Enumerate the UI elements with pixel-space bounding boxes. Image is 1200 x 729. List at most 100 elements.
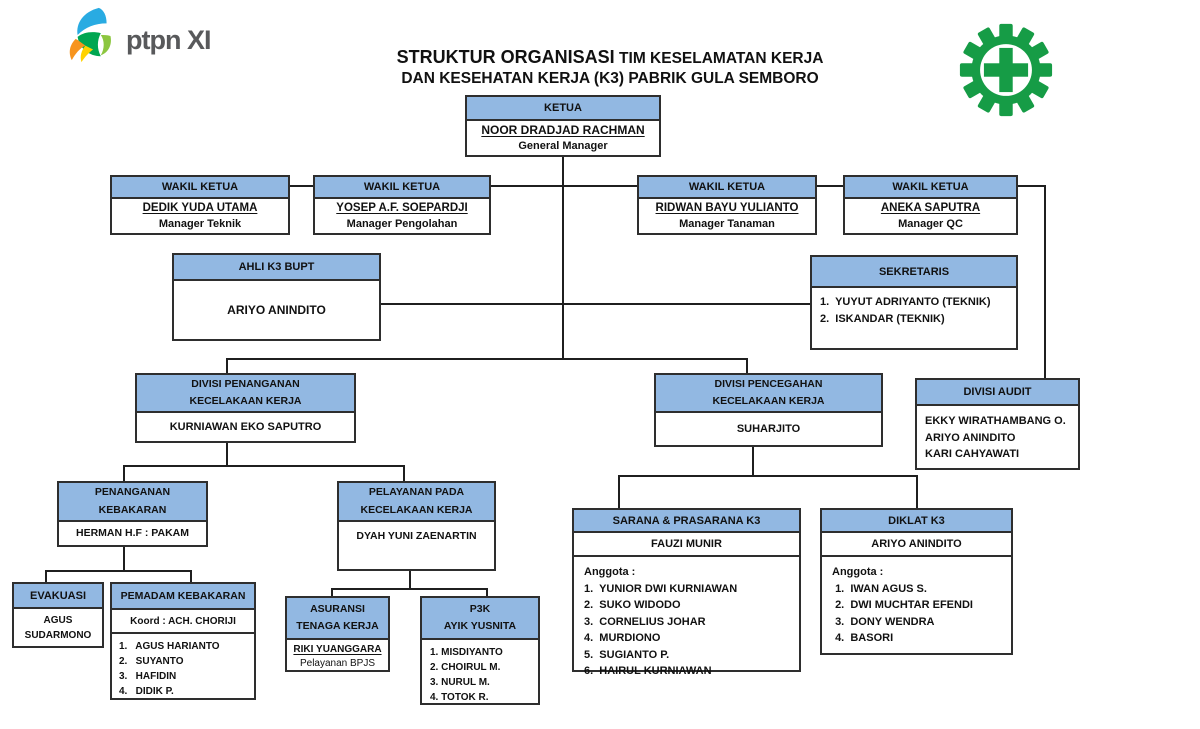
- connector-line: [123, 465, 125, 481]
- k3-safety-gear-cross-icon: [959, 23, 1053, 117]
- wakil-ketua-3-role: Manager Tanaman: [679, 217, 775, 230]
- connector-line: [190, 570, 192, 582]
- divisi-audit-member: KARI CAHYAWATI: [925, 448, 1020, 460]
- asuransi-header: ASURANSI TENAGA KERJA: [287, 598, 388, 640]
- pelayanan-kecelakaan-body: DYAH YUNI ZAENARTIN: [339, 522, 494, 569]
- sekretaris-member: 1. YUYUT ADRIYANTO (TEKNIK): [820, 296, 991, 308]
- p3k-member: 4. TOTOK R.: [430, 692, 489, 703]
- wakil-ketua-3-name: RIDWAN BAYU YULIANTO: [655, 201, 799, 214]
- wakil-ketua-1-box: WAKIL KETUA DEDIK YUDA UTAMA Manager Tek…: [110, 175, 290, 235]
- pemadam-member: 3. HAFIDIN: [119, 671, 177, 682]
- connector-line: [491, 185, 637, 187]
- divisi-pencegahan-header: DIVISI PENCEGAHAN KECELAKAAN KERJA: [656, 375, 881, 413]
- p3k-header-line1: P3K: [469, 602, 491, 615]
- pemadam-member: 4. DIDIK P.: [119, 686, 174, 697]
- sekretaris-box: SEKRETARIS 1. YUYUT ADRIYANTO (TEKNIK) 2…: [810, 255, 1018, 350]
- wakil-ketua-3-body: RIDWAN BAYU YULIANTO Manager Tanaman: [639, 199, 815, 233]
- connector-line: [409, 571, 411, 590]
- ketua-box: KETUA NOOR DRADJAD RACHMAN General Manag…: [465, 95, 661, 157]
- diklat-member: 1. IWAN AGUS S.: [832, 582, 927, 595]
- diklat-koordinator: ARIYO ANINDITO: [822, 533, 1011, 557]
- divisi-pencegahan-name: SUHARJITO: [736, 422, 801, 435]
- page-title: STRUKTUR ORGANISASI TIM KESELAMATAN KERJ…: [310, 47, 910, 88]
- connector-line: [123, 547, 125, 572]
- sarana-anggota-label: Anggota :: [584, 566, 636, 578]
- diklat-body: Anggota : 1. IWAN AGUS S. 2. DWI MUCHTAR…: [822, 557, 1011, 654]
- wakil-ketua-4-header: WAKIL KETUA: [845, 177, 1016, 199]
- diklat-box: DIKLAT K3 ARIYO ANINDITO Anggota : 1. IW…: [820, 508, 1013, 655]
- sarana-member: 4. MURDIONO: [584, 632, 661, 644]
- connector-line: [381, 303, 810, 305]
- ketua-name: NOOR DRADJAD RACHMAN: [481, 123, 645, 138]
- sarana-member: 6. HAIRUL KURNIAWAN: [584, 665, 712, 677]
- divisi-audit-member: ARIYO ANINDITO: [925, 431, 1016, 444]
- pemadam-kebakaran-box: PEMADAM KEBAKARAN Koord : ACH. CHORIJI 1…: [110, 582, 256, 700]
- evakuasi-header: EVAKUASI: [14, 584, 102, 609]
- connector-line: [123, 465, 405, 467]
- connector-line: [817, 185, 843, 187]
- penanganan-kebakaran-header-line1: PENANGANAN: [94, 486, 171, 499]
- pemadam-kebakaran-body: 1. AGUS HARIANTO 2. SUYANTO 3. HAFIDIN 4…: [112, 634, 254, 704]
- ptpn-logo: ptpn XI: [66, 6, 211, 64]
- sarana-member: 5. SUGIANTO P.: [584, 648, 670, 661]
- sarana-prasarana-box: SARANA & PRASARANA K3 FAUZI MUNIR Anggot…: [572, 508, 801, 677]
- connector-line: [1044, 185, 1046, 378]
- asuransi-name: RIKI YUANGGARA: [293, 644, 382, 655]
- wakil-ketua-2-name: YOSEP A.F. SOEPARDJI: [336, 201, 468, 214]
- wakil-ketua-3-box: WAKIL KETUA RIDWAN BAYU YULIANTO Manager…: [637, 175, 817, 235]
- wakil-ketua-2-box: WAKIL KETUA YOSEP A.F. SOEPARDJI Manager…: [313, 175, 491, 235]
- wakil-ketua-1-header: WAKIL KETUA: [112, 177, 288, 199]
- divisi-audit-header: DIVISI AUDIT: [917, 380, 1078, 406]
- diklat-member: 2. DWI MUCHTAR EFENDI: [832, 599, 973, 611]
- evakuasi-body: AGUS SUDARMONO: [14, 609, 102, 646]
- ahli-k3-bupt-body: ARIYO ANINDITO: [174, 281, 379, 339]
- ketua-body: NOOR DRADJAD RACHMAN General Manager: [467, 121, 659, 155]
- ahli-k3-bupt-box: AHLI K3 BUPT ARIYO ANINDITO: [172, 253, 381, 341]
- connector-line: [45, 570, 47, 582]
- divisi-penanganan-box: DIVISI PENANGANAN KECELAKAAN KERJA KURNI…: [135, 373, 356, 443]
- connector-line: [1018, 185, 1046, 187]
- divisi-pencegahan-header-line2: KECELAKAAN KERJA: [712, 395, 825, 407]
- connector-line: [331, 588, 488, 590]
- divisi-penanganan-header-line1: DIVISI PENANGANAN: [191, 377, 300, 390]
- asuransi-header-line2: TENAGA KERJA: [296, 620, 379, 632]
- diklat-header: DIKLAT K3: [822, 510, 1011, 533]
- wakil-ketua-3-header: WAKIL KETUA: [639, 177, 815, 199]
- connector-line: [486, 588, 488, 596]
- pelayanan-kecelakaan-name: DYAH YUNI ZAENARTIN: [356, 530, 477, 542]
- pelayanan-kecelakaan-header-line1: PELAYANAN PADA: [368, 486, 465, 499]
- asuransi-box: ASURANSI TENAGA KERJA RIKI YUANGGARA Pel…: [285, 596, 390, 672]
- title-line1: STRUKTUR ORGANISASI TIM KESELAMATAN KERJ…: [310, 47, 910, 69]
- ptpn-logo-text: ptpn XI: [126, 25, 211, 55]
- penanganan-kebakaran-header-line2: KEBAKARAN: [98, 503, 167, 516]
- connector-line: [618, 475, 918, 477]
- pelayanan-kecelakaan-header-line2: KECELAKAAN KERJA: [360, 503, 473, 516]
- connector-line: [226, 358, 748, 360]
- divisi-audit-box: DIVISI AUDIT EKKY WIRATHAMBANG O. ARIYO …: [915, 378, 1080, 470]
- wakil-ketua-4-box: WAKIL KETUA ANEKA SAPUTRA Manager QC: [843, 175, 1018, 235]
- wakil-ketua-4-body: ANEKA SAPUTRA Manager QC: [845, 199, 1016, 233]
- connector-line: [226, 443, 228, 467]
- connector-line: [916, 475, 918, 508]
- connector-line: [45, 570, 192, 572]
- divisi-audit-body: EKKY WIRATHAMBANG O. ARIYO ANINDITO KARI…: [917, 406, 1078, 469]
- sekretaris-member: 2. ISKANDAR (TEKNIK): [820, 312, 945, 325]
- divisi-pencegahan-header-line1: DIVISI PENCEGAHAN: [714, 377, 823, 390]
- p3k-body: 1. MISDIYANTO 2. CHOIRUL M. 3. NURUL M. …: [422, 640, 538, 710]
- p3k-member: 3. NURUL M.: [430, 677, 490, 688]
- pemadam-kebakaran-header: PEMADAM KEBAKARAN: [112, 584, 254, 610]
- sarana-member: 1. YUNIOR DWI KURNIAWAN: [584, 582, 738, 595]
- asuransi-role: Pelayanan BPJS: [299, 658, 376, 669]
- sarana-member: 3. CORNELIUS JOHAR: [584, 615, 706, 628]
- p3k-header-line2: AYIK YUSNITA: [443, 620, 517, 632]
- penanganan-kebakaran-header: PENANGANAN KEBAKARAN: [59, 483, 206, 522]
- sarana-koordinator: FAUZI MUNIR: [574, 533, 799, 557]
- ketua-role: General Manager: [518, 140, 608, 153]
- diklat-member: 4. BASORI: [832, 632, 894, 644]
- wakil-ketua-1-name: DEDIK YUDA UTAMA: [142, 201, 258, 214]
- penanganan-kebakaran-name: HERMAN H.F : PAKAM: [76, 526, 189, 539]
- asuransi-header-line1: ASURANSI: [310, 602, 365, 615]
- wakil-ketua-4-role: Manager QC: [898, 217, 963, 230]
- connector-line: [752, 447, 754, 477]
- divisi-penanganan-name: KURNIAWAN EKO SAPUTRO: [169, 420, 322, 433]
